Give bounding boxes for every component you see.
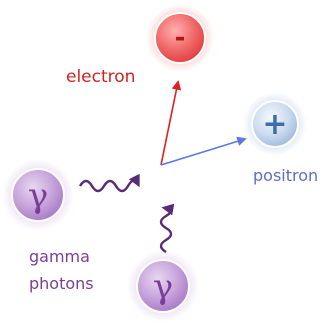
- plus-symbol: +: [262, 107, 287, 142]
- electron-arrow: [160, 80, 182, 166]
- positron-arrow: [160, 136, 247, 166]
- gamma-symbol: γ: [153, 267, 173, 307]
- photon-wave-bottom: [159, 203, 175, 254]
- electron-particle: -: [146, 4, 214, 72]
- gamma-photons-label: gamma photons: [29, 243, 94, 297]
- gamma-label-line2: photons: [29, 274, 94, 293]
- electron-label: electron: [66, 67, 136, 87]
- gamma-photon-bottom: γ: [127, 250, 199, 322]
- gamma-label-line1: gamma: [29, 247, 90, 266]
- minus-symbol: -: [175, 23, 186, 53]
- photon-wave-left: [78, 173, 140, 193]
- gamma-photon-left: γ: [2, 159, 74, 231]
- positron-particle: +: [243, 92, 307, 156]
- positron-label: positron: [253, 166, 319, 185]
- gamma-symbol: γ: [28, 176, 48, 216]
